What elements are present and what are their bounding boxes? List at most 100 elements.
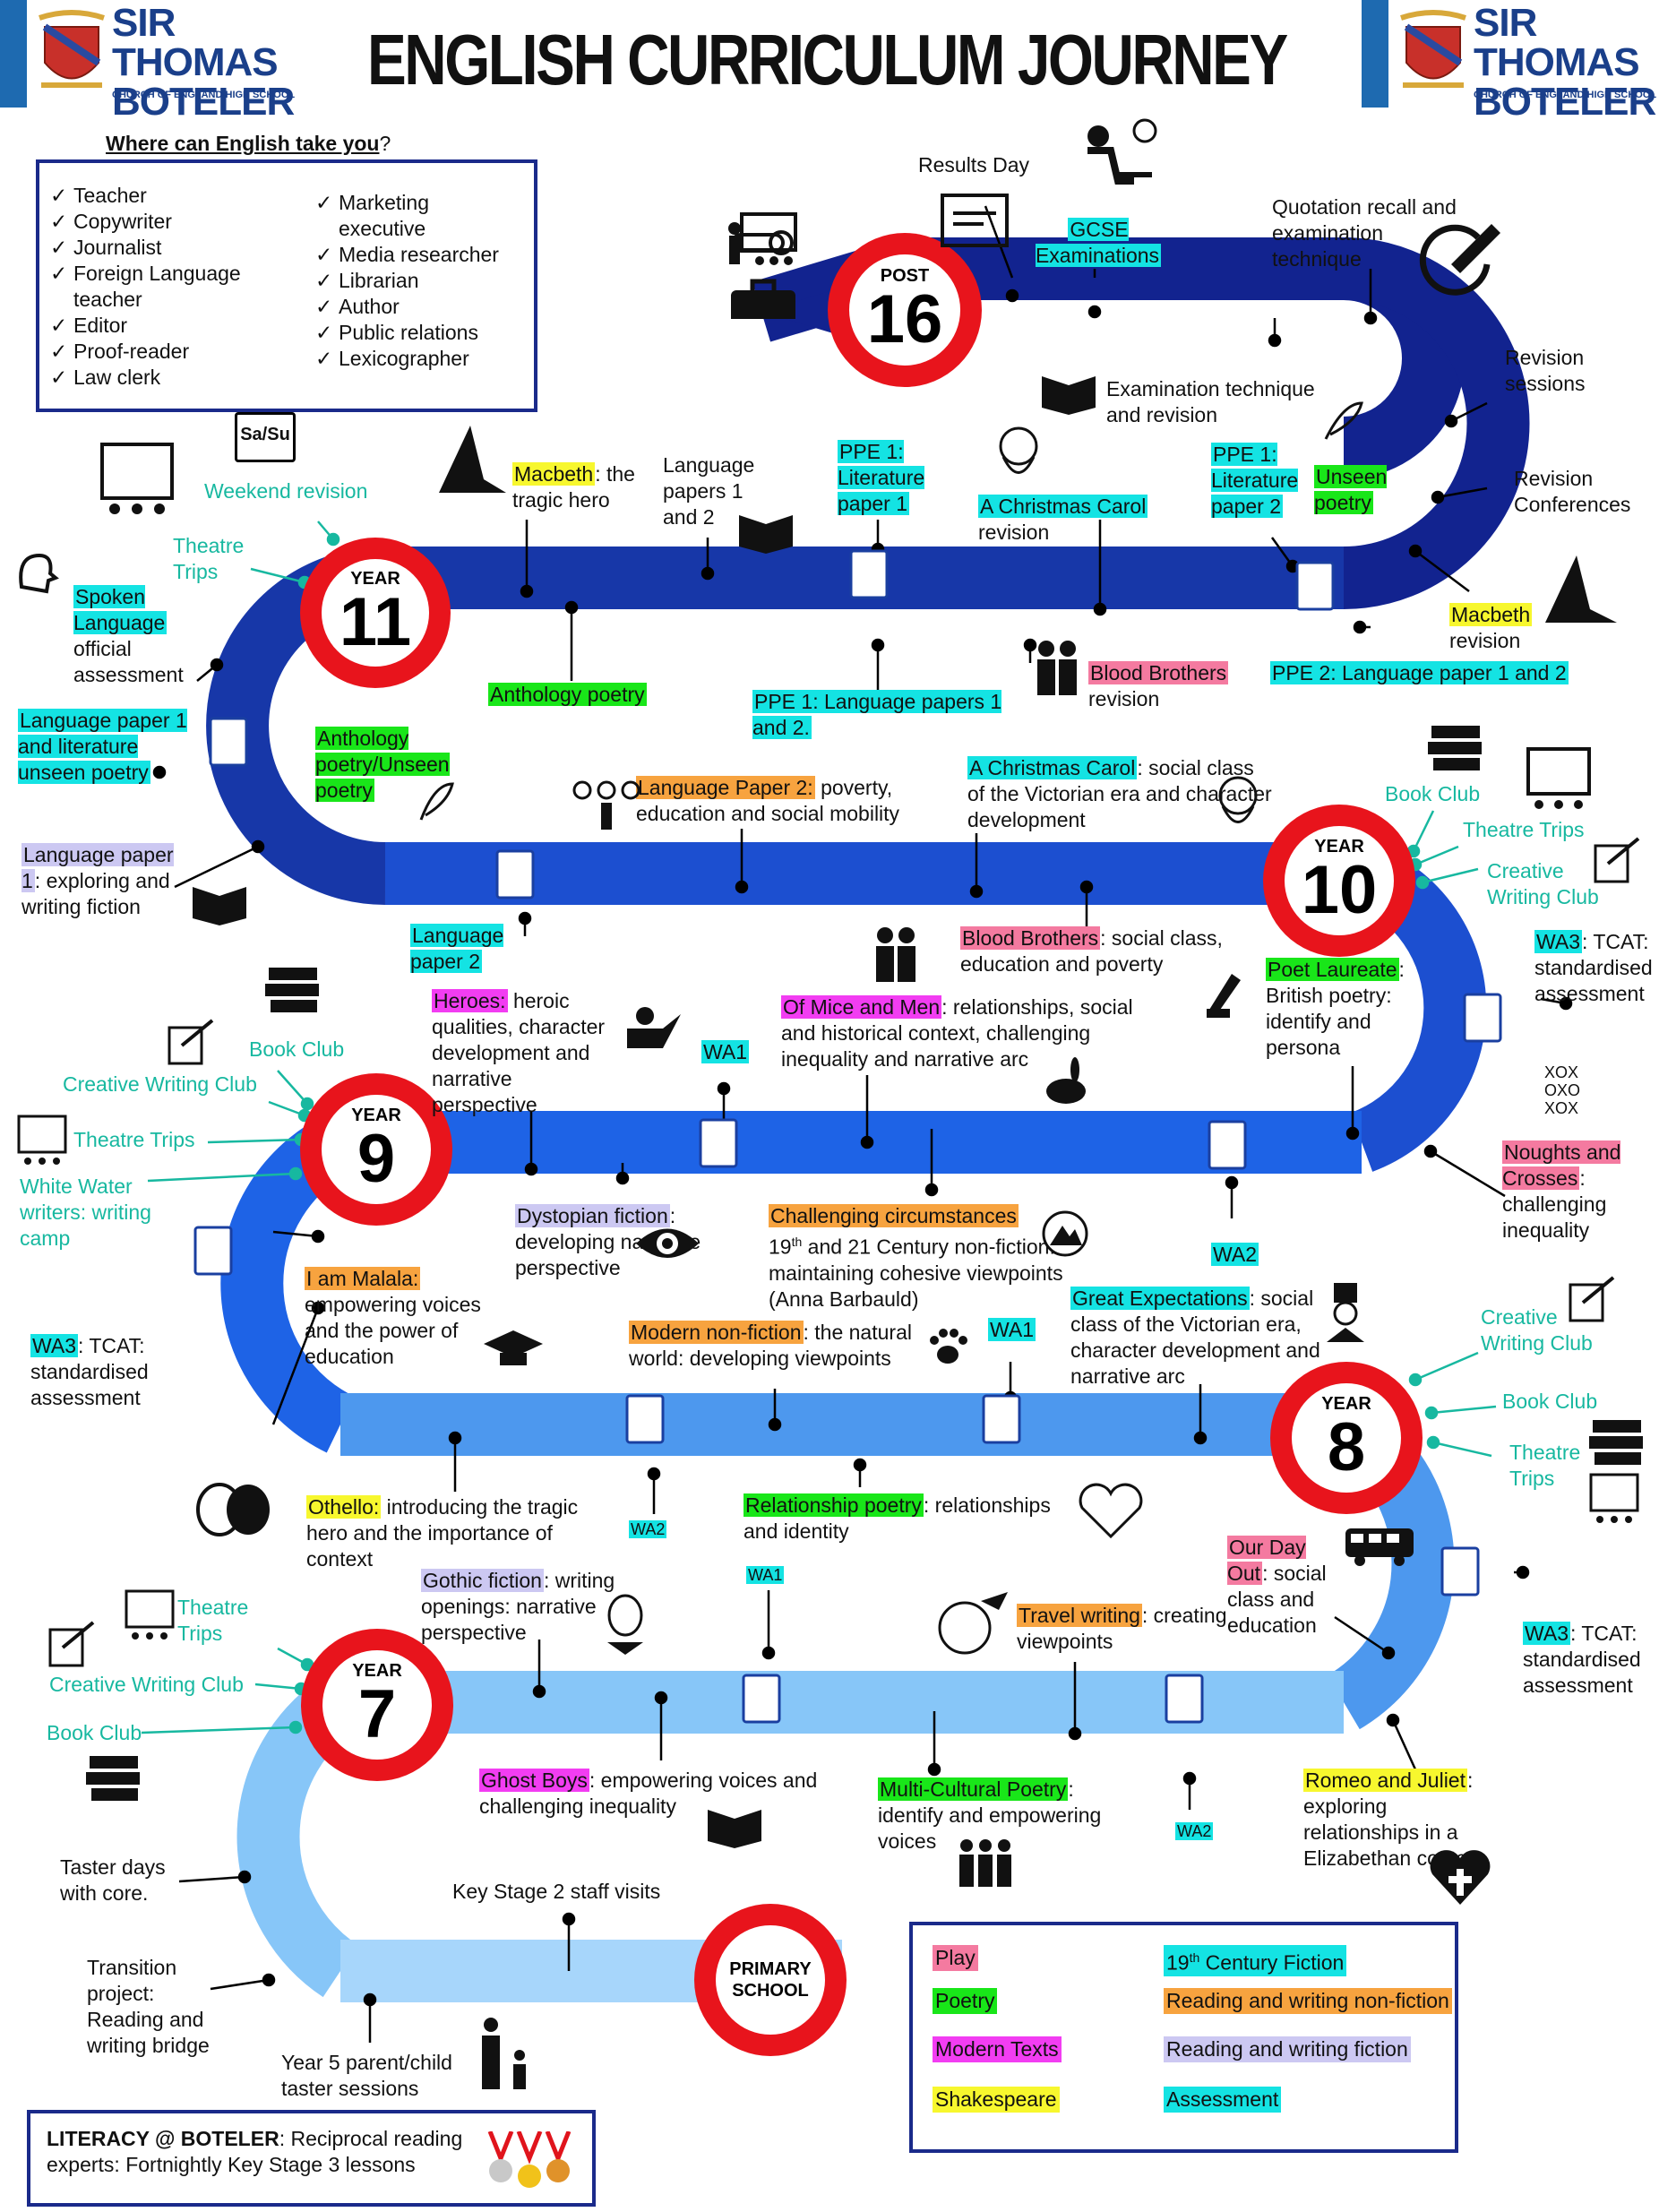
year8-wa2-text: WA2 [629,1520,667,1538]
lang-lit-unseen-label: Language paper 1 and literature unseen p… [18,708,188,786]
career-item: Public relations [315,320,521,346]
certificate-icon [941,194,1009,247]
school-subtitle: CHURCH OF ENGLAND HIGH SCHOOL [112,90,296,100]
macbeth-label: Macbeth: the tragic hero [512,461,647,513]
careers-box: Teacher Copywriter Journalist Foreign La… [36,159,537,412]
great-expectations-text: Great Expectations [1070,1287,1250,1310]
gothic-fiction-text: Gothic fiction [421,1569,544,1592]
post16-sign-top: POST [880,265,930,286]
quotation-recall-label: Quotation recall and examination techniq… [1272,195,1457,271]
ppe1-language-text: PPE 1: Language papers 1 and 2. [752,690,1002,739]
year8-book-club: Book Club [1502,1390,1598,1413]
language-paper2-rest: poverty, education and social mobility [636,776,900,825]
travel-writing-text: Travel writing [1017,1604,1142,1627]
career-item: Law clerk [50,365,292,391]
romeo-juliet-rest: : exploring relationships in a Elizabeth… [1303,1769,1483,1870]
literacy-title: LITERACY @ BOTELER [47,2127,279,2150]
page-title: ENGLISH CURRICULUM JOURNEY [367,20,1288,99]
careers-heading-suffix: ? [379,132,391,155]
white-water-writers-label: White Water writers: writing camp [20,1175,151,1250]
othello-rest: introducing the tragic hero and the impo… [306,1495,579,1571]
legend-modern-texts: Modern Texts [933,2036,1062,2062]
year10-book-club: Book Club [1385,782,1481,805]
language-paper2-cyan-label: Language paper 2 [410,923,509,975]
macbeth-rest: : the tragic hero [512,462,635,512]
svg-text:XOX: XOX [1544,1063,1578,1081]
year8-wa3-text: WA3 [1523,1622,1570,1645]
year7-wa1-label: WA1 [746,1562,785,1588]
legend-sup: th [1189,1950,1200,1965]
poet-laureate-rest: : British poetry: identify and persona [1266,958,1405,1059]
connector-lines [152,205,1573,2043]
crest-icon [1400,10,1466,88]
year9-sign-num: 9 [357,1120,396,1197]
year10-wa3-text: WA3 [1534,930,1582,953]
year9-creative-writing: Creative Writing Club [63,1072,257,1096]
year8-wa2-label: WA2 [629,1517,667,1543]
year9-wa3-label: WA3: TCAT: standardised assessment [30,1333,165,1411]
year8-wa1-text: WA1 [988,1318,1036,1341]
ghost-boys-label: Ghost Boys: empowering voices and challe… [479,1768,829,1820]
bus-icon [1345,1528,1414,1566]
results-day-label: Results Day [918,153,1029,176]
mountain-icon [1042,1210,1088,1257]
career-item: Author [315,294,521,320]
teacher-icon [728,212,797,265]
primary-sign-text: PRIMARY SCHOOL [729,1958,812,2001]
career-item: Foreign Language teacher [50,261,271,313]
i-am-malala-label: I am Malala:empowering voices and the po… [305,1266,502,1370]
year10-creative-writing: Creative Writing Club [1487,859,1599,908]
poet-laureate-label: Poet Laureate: British poetry: identify … [1266,957,1409,1061]
open-book-icon [1042,376,1096,415]
literacy-body: : Reciprocal reading experts: Fortnightl… [47,2127,463,2176]
noughts-crosses-rest: : challenging inequality [1502,1166,1607,1242]
othello-label: Othello: introducing the tragic hero and… [306,1494,602,1572]
people-icon [876,927,915,982]
dystopian-text: Dystopian fiction [515,1204,670,1227]
romeo-juliet-label: Romeo and Juliet: exploring relationship… [1303,1768,1491,1872]
year11-theatre-trips: Theatre Trips [173,534,245,583]
spoken-language-text: Spoken Language [73,585,168,634]
books-icon [265,968,319,1012]
legend-century-fiction: Century Fiction [1199,1950,1345,1975]
year7-wa2-text: WA2 [1175,1822,1214,1840]
career-item: Journalist [50,235,292,261]
blood-brothers-rest: revision [1088,687,1160,710]
anthology-poetry-label: Anthology poetry [488,682,647,708]
legend-shakespeare: Shakespeare [933,2087,1060,2113]
challenging-rest: and 21 Century non-fiction: maintaining … [769,1235,1063,1311]
year10-theatre-trips: Theatre Trips [1463,818,1585,841]
careers-list-2: Marketing executive Media researcher Lib… [315,190,521,372]
unseen-poetry-text: Unseen poetry [1314,465,1388,514]
logo-band [0,0,27,108]
brain-people-icon [572,780,640,830]
notepad-pencil-icon [48,1621,95,1667]
ppe1-literature-text: PPE 1: Literature paper 1 [838,440,925,515]
career-item: Teacher [50,183,292,209]
career-item: Marketing executive [315,190,464,242]
heroes-text: Heroes: [432,989,508,1012]
christmas-carol-text: A Christmas Carol [978,495,1148,518]
year10-sign-top: YEAR [1314,836,1364,856]
literacy-box: LITERACY @ BOTELER: Reciprocal reading e… [27,2110,596,2207]
theatre-icon [100,443,174,514]
year9-wa1-top-text: WA1 [701,1040,749,1063]
open-book-icon [193,887,246,925]
poet-laureate-text: Poet Laureate [1266,958,1399,981]
books-icon [1428,726,1482,770]
macbeth-revision-rest: revision [1449,629,1521,652]
our-day-out-rest: : social class and education [1227,1562,1327,1637]
career-item: Librarian [315,268,521,294]
language-papers-label: Language papers 1 and 2 [663,453,755,529]
language-paper2-text: Language Paper 2: [636,776,815,799]
ppe1-literature2-label: PPE 1: Literature paper 2 [1211,442,1310,520]
heart-cross-icon [1430,1850,1491,1905]
svg-text:XOX: XOX [1544,1099,1578,1115]
globe-plane-icon [938,1592,1008,1655]
year7-wa2-label: WA2 [1175,1819,1214,1845]
